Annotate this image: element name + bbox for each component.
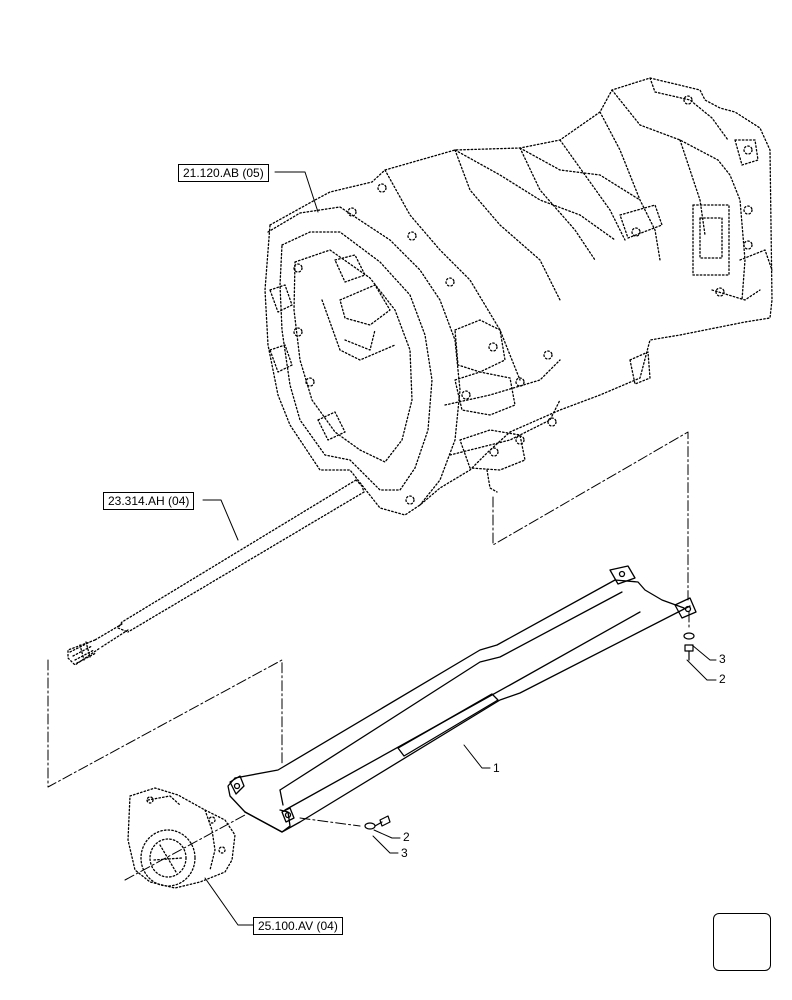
leader-lines — [202, 171, 717, 926]
callout-washer-right: 3 — [719, 652, 726, 666]
fasteners-right — [683, 632, 695, 661]
callout-screw-right: 2 — [719, 672, 726, 686]
callout-screw-left: 2 — [403, 830, 410, 844]
ref-pto-shaft[interactable]: 23.314.AH (04) — [103, 492, 195, 510]
ref-transmission-housing[interactable]: 21.120.AB (05) — [178, 164, 269, 182]
ref-rear-housing[interactable]: 25.100.AV (04) — [253, 917, 343, 935]
fasteners-left — [364, 815, 391, 830]
guard-plate — [227, 565, 697, 833]
callout-washer-left: 3 — [401, 846, 408, 860]
rear-housing — [127, 787, 236, 889]
transmission-housing — [264, 77, 773, 516]
assembly-lines — [47, 431, 690, 881]
pto-shaft — [67, 479, 365, 666]
callout-guard: 1 — [493, 761, 500, 775]
navigate-back-button[interactable] — [713, 913, 771, 971]
